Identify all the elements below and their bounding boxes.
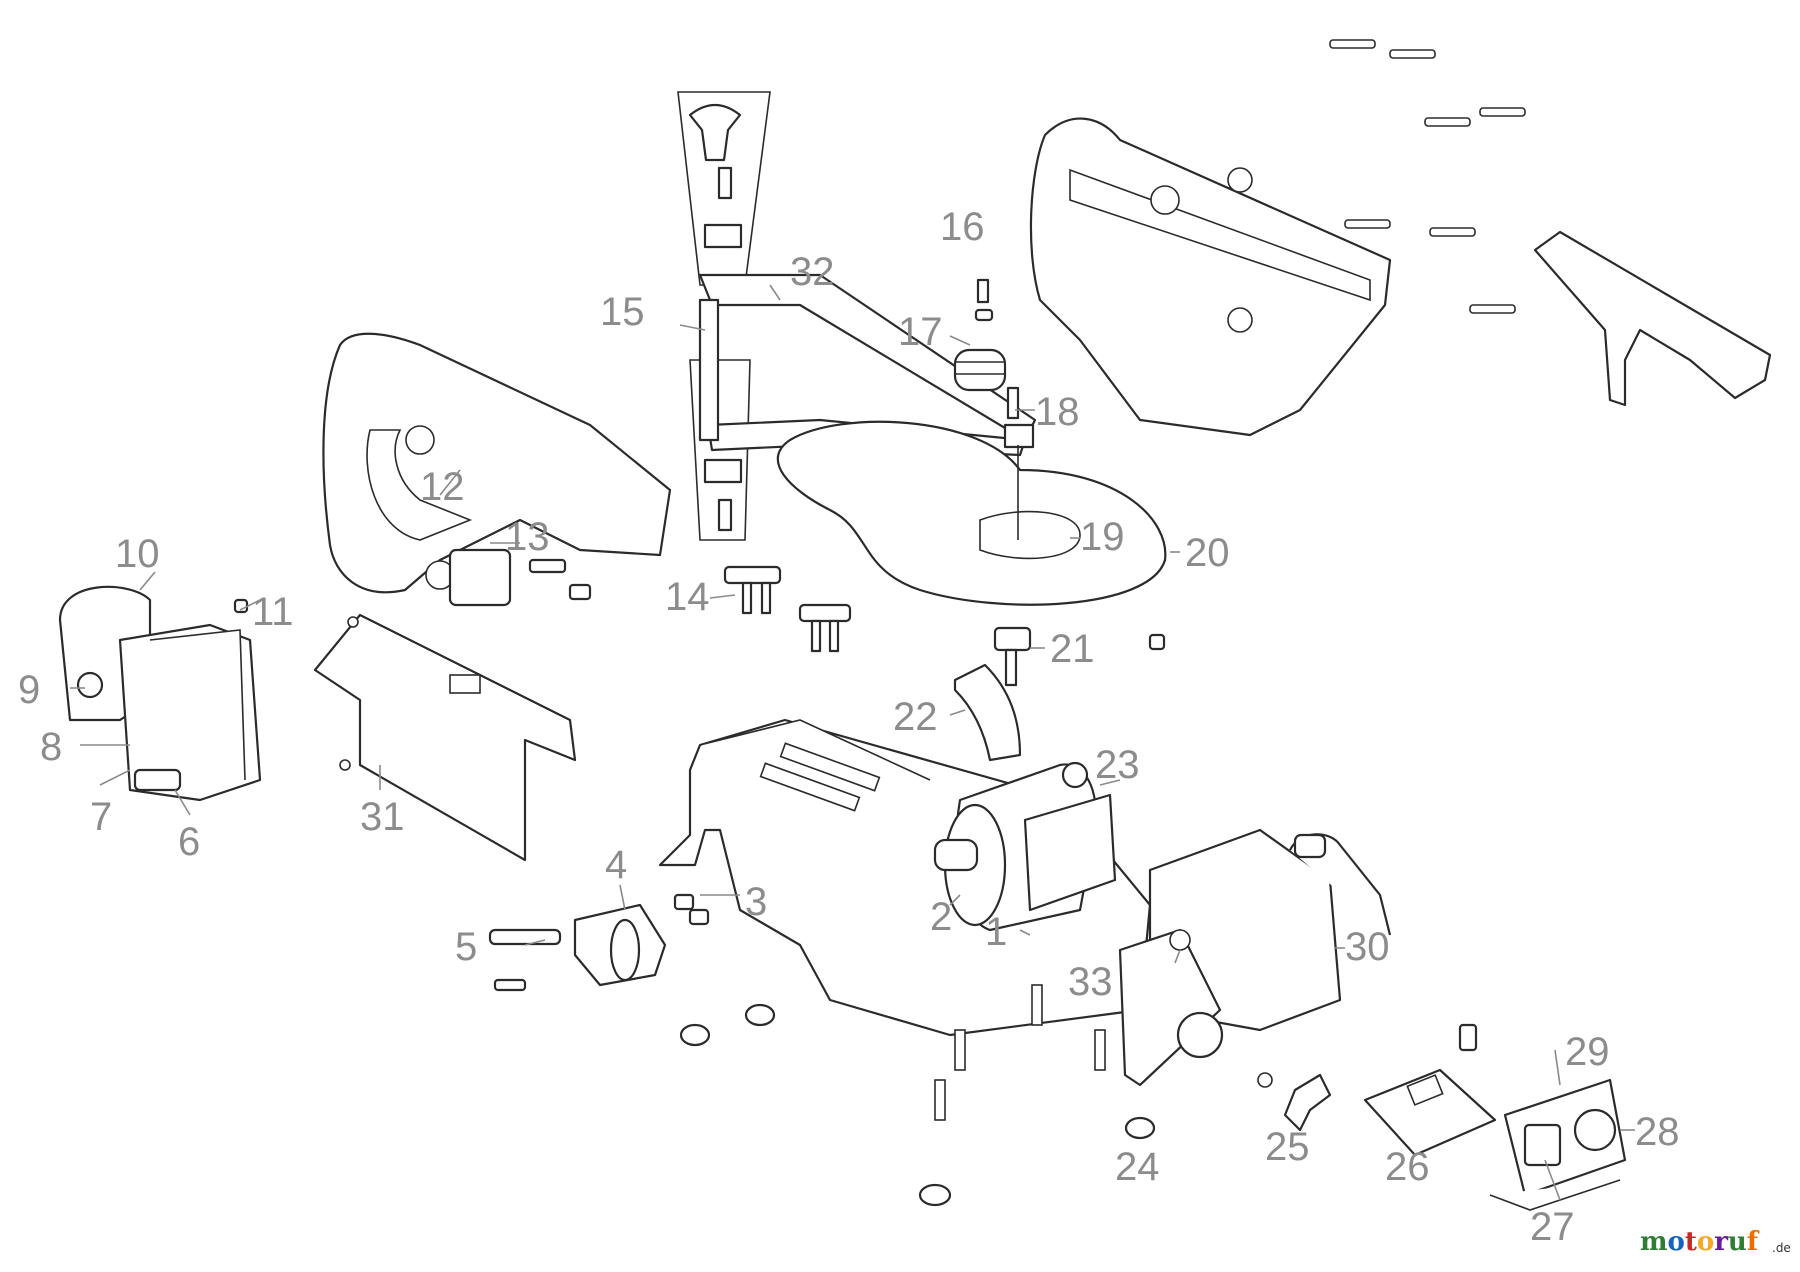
callout-17: 17 — [898, 310, 943, 354]
callout-13: 13 — [505, 515, 550, 559]
callout-32: 32 — [790, 250, 835, 294]
callout-14: 14 — [665, 575, 710, 619]
logo-letter: r — [1714, 1227, 1728, 1257]
callout-2: 2 — [930, 895, 952, 939]
left-housing-half — [322, 332, 672, 607]
switch-housing — [1118, 828, 1392, 1087]
logo-letter: t — [1685, 1227, 1697, 1257]
svg-text:motoruf: motoruf — [1640, 1227, 1760, 1257]
leader-lines — [70, 284, 1635, 1201]
tension-knob — [953, 278, 1020, 420]
callout-7: 7 — [90, 795, 112, 839]
motor — [933, 761, 1117, 932]
callout-12: 12 — [420, 465, 465, 509]
callout-30: 30 — [1345, 925, 1390, 969]
motoruf-watermark-logo: motoruf .de — [1640, 1227, 1791, 1257]
blade-guard — [1533, 230, 1772, 407]
callout-24: 24 — [1115, 1145, 1160, 1189]
callout-16: 16 — [940, 205, 985, 249]
callout-27: 27 — [1530, 1205, 1575, 1249]
callout-25: 25 — [1265, 1125, 1310, 1169]
feet-and-bolts — [679, 984, 1156, 1207]
callout-4: 4 — [605, 843, 627, 887]
callout-19: 19 — [1080, 515, 1125, 559]
callout-labels: 1 2 3 4 5 6 7 8 9 10 11 12 13 14 15 16 1… — [18, 205, 1680, 1249]
bevel-scale — [953, 626, 1166, 762]
callout-15: 15 — [600, 290, 645, 334]
callout-21: 21 — [1050, 627, 1095, 671]
logo-letter: u — [1728, 1227, 1747, 1257]
circuit-board — [1363, 1023, 1497, 1157]
locking-knob — [1257, 1072, 1332, 1132]
callout-1: 1 — [985, 910, 1007, 954]
callout-22: 22 — [893, 695, 938, 739]
logo-suffix: .de — [1772, 1241, 1791, 1255]
logo-letter: o — [1668, 1227, 1685, 1257]
callout-9: 9 — [18, 668, 40, 712]
blade-clamp-parts — [723, 565, 852, 653]
callout-11: 11 — [252, 590, 294, 634]
saw-table — [776, 420, 1167, 606]
callout-28: 28 — [1635, 1110, 1680, 1154]
callout-33: 33 — [1068, 960, 1113, 1004]
callout-20: 20 — [1185, 531, 1230, 575]
switch-panel — [1489, 1078, 1627, 1211]
logo-letter: o — [1697, 1227, 1714, 1257]
callout-6: 6 — [178, 820, 200, 864]
logo-letter: m — [1640, 1227, 1668, 1257]
callout-5: 5 — [455, 925, 477, 969]
callout-23: 23 — [1095, 743, 1140, 787]
side-cover — [313, 613, 577, 862]
logo-letter: f — [1747, 1227, 1760, 1257]
callout-26: 26 — [1385, 1145, 1430, 1189]
right-housing-half — [1029, 117, 1392, 437]
callout-31: 31 — [360, 795, 405, 839]
callout-8: 8 — [40, 725, 62, 769]
pivot-bracket — [488, 893, 710, 992]
housing-screws — [1329, 39, 1526, 314]
callout-3: 3 — [745, 880, 767, 924]
callout-18: 18 — [1035, 390, 1080, 434]
callout-10: 10 — [115, 532, 160, 576]
callout-29: 29 — [1565, 1030, 1610, 1074]
motor-cover-assembly — [58, 585, 262, 802]
